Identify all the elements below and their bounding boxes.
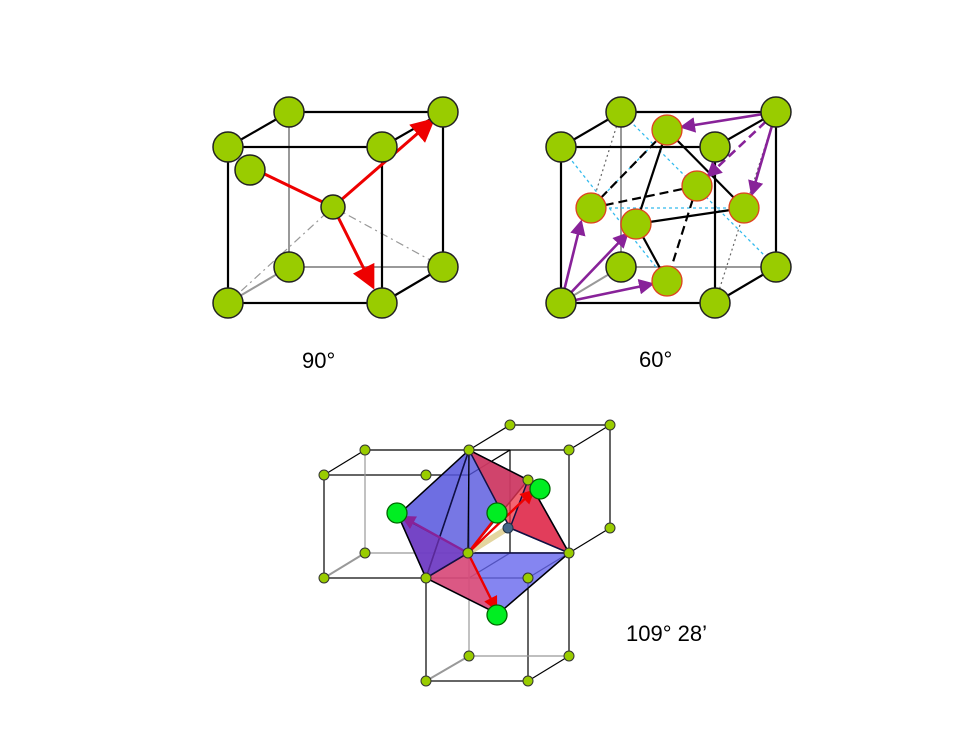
atom bbox=[427, 251, 459, 283]
cube-109-arrows bbox=[400, 489, 535, 612]
atom bbox=[318, 572, 330, 584]
atom bbox=[575, 192, 607, 224]
atom bbox=[212, 131, 244, 163]
atom bbox=[359, 547, 371, 559]
atom bbox=[605, 251, 637, 283]
atom bbox=[366, 287, 398, 319]
atom bbox=[545, 287, 577, 319]
highlight bbox=[466, 525, 510, 556]
atom bbox=[563, 650, 575, 662]
cube-109 bbox=[318, 419, 616, 687]
angle-label-90: 90° bbox=[302, 348, 336, 373]
cube-60-octahedron-dashed bbox=[590, 129, 699, 282]
atom bbox=[651, 114, 683, 146]
atom bbox=[486, 604, 508, 626]
atom bbox=[359, 444, 371, 456]
atom bbox=[386, 502, 408, 524]
atom bbox=[604, 419, 616, 431]
atom bbox=[760, 96, 792, 128]
atom bbox=[420, 469, 432, 481]
cube-60-atoms bbox=[545, 96, 792, 319]
cube-60-atoms-back bbox=[605, 251, 792, 283]
arrow bbox=[560, 232, 629, 304]
atom bbox=[420, 572, 432, 584]
atom bbox=[522, 675, 534, 687]
atom bbox=[699, 287, 731, 319]
cube-109-lattice-atoms bbox=[318, 419, 616, 687]
atom bbox=[463, 650, 475, 662]
atom bbox=[420, 675, 432, 687]
atom bbox=[699, 131, 731, 163]
atom bbox=[320, 194, 346, 220]
atom bbox=[273, 96, 305, 128]
atom bbox=[366, 131, 398, 163]
angle-label-109: 109° 28’ bbox=[626, 621, 707, 646]
atom bbox=[760, 251, 792, 283]
atom bbox=[605, 96, 637, 128]
atom bbox=[463, 444, 475, 456]
atom bbox=[522, 474, 534, 486]
cube-90-atoms-back bbox=[273, 251, 459, 283]
atom bbox=[529, 478, 551, 500]
atom bbox=[486, 502, 508, 524]
arrow bbox=[331, 206, 375, 290]
cube-60 bbox=[545, 96, 792, 319]
atom bbox=[212, 287, 244, 319]
atom bbox=[234, 154, 266, 186]
cube-90 bbox=[212, 96, 459, 319]
arrow bbox=[466, 552, 498, 612]
atom bbox=[502, 522, 514, 534]
atom bbox=[681, 170, 713, 202]
atom bbox=[318, 469, 330, 481]
atom bbox=[462, 547, 474, 559]
atom bbox=[427, 96, 459, 128]
cube-90-atoms bbox=[212, 96, 459, 319]
angle-label-60: 60° bbox=[639, 347, 673, 372]
arrow bbox=[679, 110, 777, 133]
cube-60-face-atoms bbox=[575, 114, 760, 297]
atom bbox=[522, 572, 534, 584]
atom bbox=[651, 265, 683, 297]
cube-90-diagonals bbox=[227, 206, 444, 304]
atom bbox=[563, 547, 575, 559]
arrow bbox=[400, 515, 469, 555]
atom bbox=[728, 192, 760, 224]
atom bbox=[504, 419, 516, 431]
atom bbox=[545, 131, 577, 163]
cube-109-interstitial-atoms bbox=[386, 478, 551, 626]
atom bbox=[620, 208, 652, 240]
atom bbox=[563, 444, 575, 456]
arrow bbox=[332, 118, 436, 209]
atom bbox=[604, 522, 616, 534]
atom bbox=[273, 251, 305, 283]
